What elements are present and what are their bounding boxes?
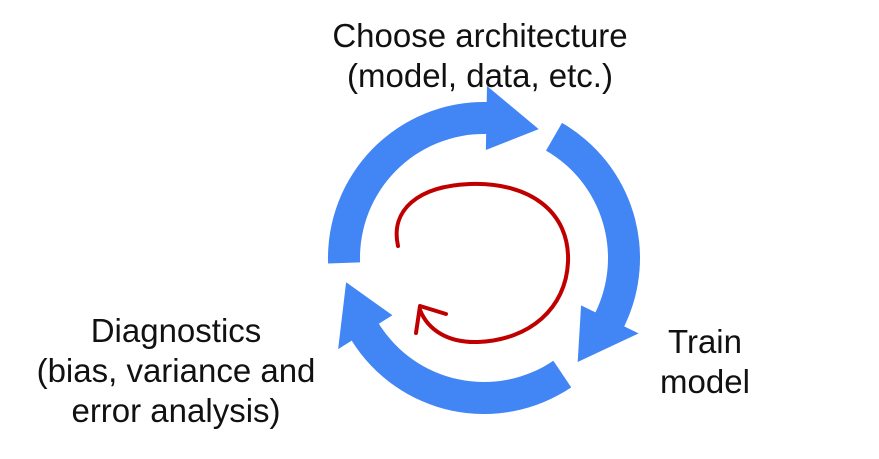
stage-line: (model, data, etc.) [347,57,613,94]
stage-line: Diagnostics [90,312,262,349]
stage-line: (bias, variance and [36,352,316,389]
stage-line: error analysis) [71,392,281,429]
cycle-arrow-to-diagnostics [338,282,572,414]
stage-label-train-model: Train model [635,322,775,402]
stage-line: model [660,363,750,400]
cycle-arrows [328,86,640,414]
hand-drawn-red-cycle-arrow [394,181,571,345]
stage-label-choose-architecture: Choose architecture (model, data, etc.) [300,16,660,96]
hand-drawn-red-arrowhead [414,304,448,335]
stage-label-diagnostics: Diagnostics (bias, variance and error an… [0,311,352,431]
cycle-arrow-to-train-model [546,122,640,363]
stage-line: Choose architecture [332,17,628,54]
cycle-arrow-to-choose-architecture [328,86,539,264]
stage-line: Train [668,323,742,360]
